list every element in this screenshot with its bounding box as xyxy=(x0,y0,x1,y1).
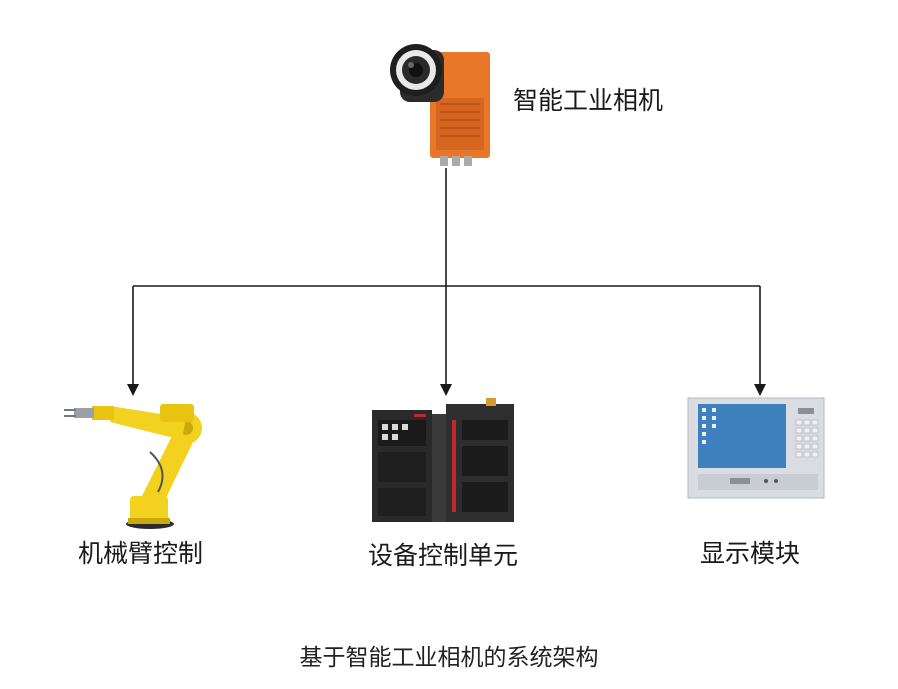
connector-lines xyxy=(127,168,766,396)
robot-arm-icon xyxy=(64,404,202,529)
controller-label: 设备控制单元 xyxy=(368,541,519,570)
figure-caption: 基于智能工业相机的系统架构 xyxy=(299,645,599,671)
display-label: 显示模块 xyxy=(700,539,801,568)
industrial-camera-icon xyxy=(390,44,490,166)
robot-arm-label: 机械臂控制 xyxy=(78,539,204,568)
camera-label: 智能工业相机 xyxy=(513,86,664,115)
industrial-display-icon xyxy=(687,397,825,499)
plc-controller-icon xyxy=(372,398,514,522)
